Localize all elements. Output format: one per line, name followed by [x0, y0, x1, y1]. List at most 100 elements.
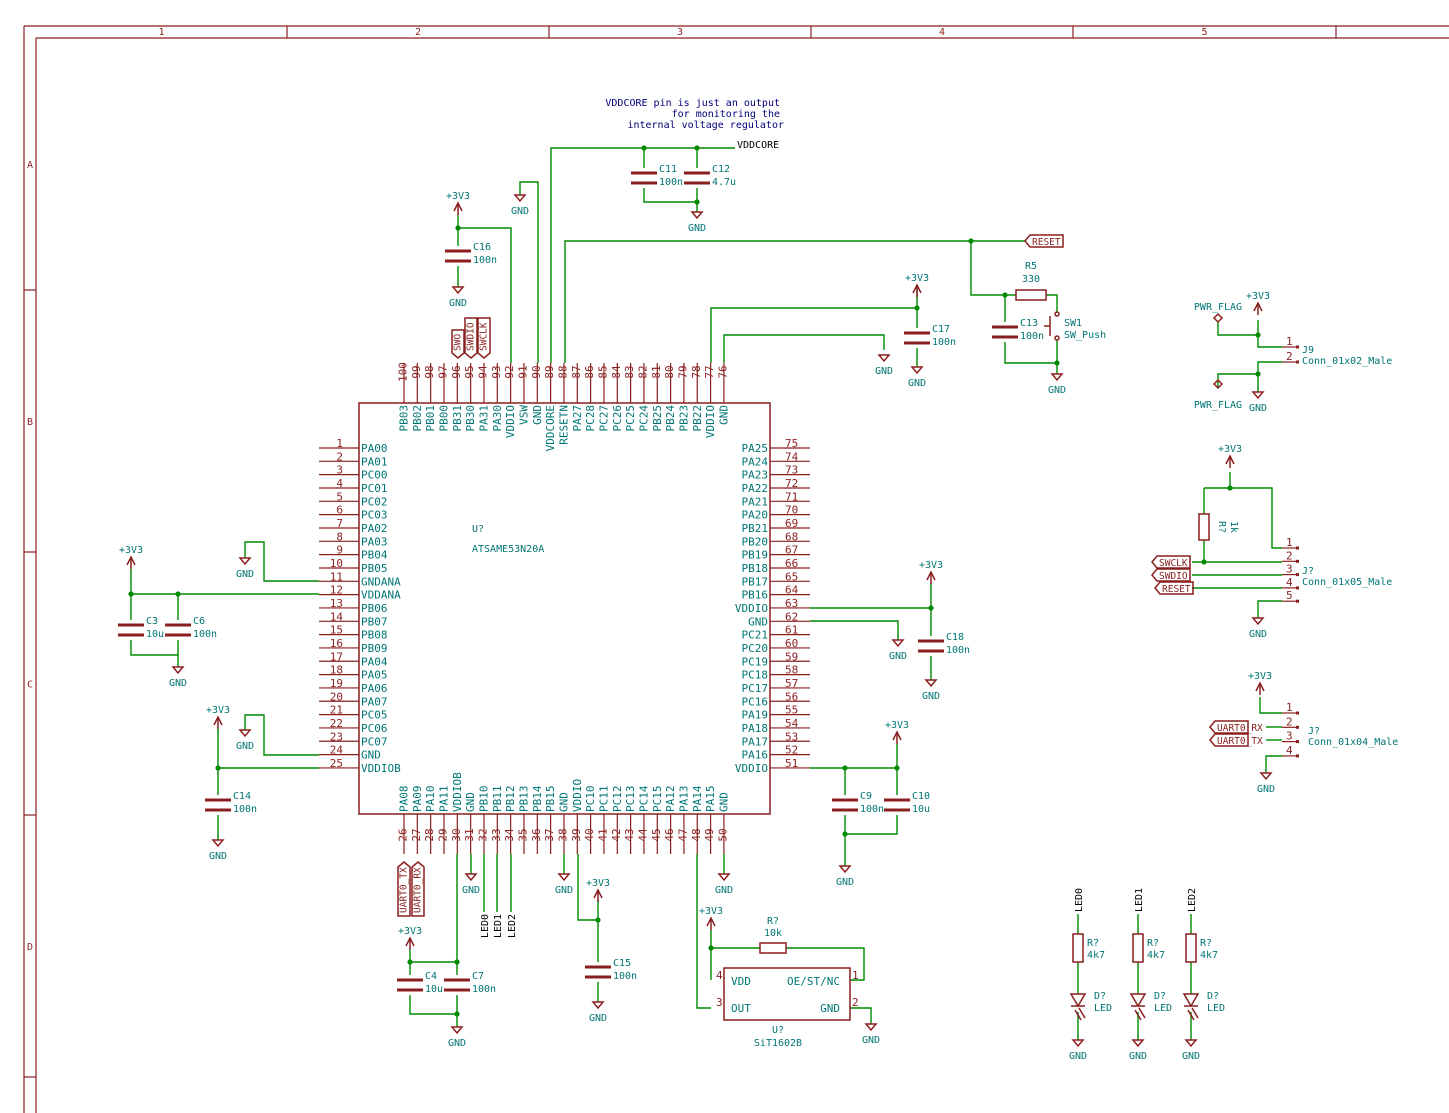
led-net-label: LED0 [1074, 888, 1085, 912]
mcu-pin-name: PC25 [624, 405, 637, 432]
ground-osc: GND [862, 1023, 880, 1046]
mcu-pin-name: GND [717, 792, 730, 812]
mcu-pin-number: 100 [397, 362, 410, 382]
mcu-pin-name: PA17 [742, 735, 769, 748]
mcu-pin-number: 15 [330, 624, 343, 637]
ground-triangle [717, 873, 731, 882]
power-label-3v3: +3V3 [885, 720, 909, 731]
connector-pin-end [1296, 360, 1299, 364]
connector-pin-number: 1 [1286, 536, 1293, 549]
mcu-pin-number: 56 [785, 690, 798, 703]
mcu-pin-name: GND [464, 792, 477, 812]
led-emission [1078, 1007, 1086, 1019]
mcu-pin-name: PA00 [361, 442, 388, 455]
label-reset[interactable]: RESET [1024, 234, 1064, 248]
mcu-pin-name: PC02 [361, 495, 388, 508]
wire-segment [409, 995, 458, 1015]
wires [130, 147, 1282, 1040]
connector-pin-number: 5 [1286, 589, 1293, 602]
mcu-pin-number: 78 [690, 365, 703, 378]
label-swclk[interactable]: SWCLK [1151, 555, 1191, 569]
resistor-osc-enable[interactable]: R?10k [759, 916, 787, 954]
mcu-pin-name: PA27 [571, 405, 584, 432]
resistor-body [759, 942, 787, 954]
ground-triangle [591, 1001, 605, 1010]
label-uart0-tx-bottom[interactable]: UART0_TX [397, 861, 411, 917]
label-swo[interactable]: SWO [451, 329, 465, 359]
label-uart0-tx[interactable]: UART0_TX [1209, 733, 1263, 747]
wire-segment [1257, 600, 1282, 618]
ground-c11: GND [688, 211, 706, 234]
ground-pin62: GND [889, 639, 907, 662]
mcu-pin-number: 22 [330, 717, 343, 730]
mcu-pin-name: PA15 [704, 786, 717, 813]
label-swclk-top[interactable]: SWCLK [477, 317, 491, 359]
ground-triangle [838, 865, 852, 874]
label-swdio[interactable]: SWDIO [1151, 568, 1191, 582]
connector-pin-end [1296, 573, 1299, 577]
ground-gndana: GND [236, 557, 254, 580]
junctions [128, 145, 1261, 1017]
mcu-pin-number: 58 [785, 664, 798, 677]
connector-value: Conn_01x02_Male [1302, 356, 1392, 367]
label-text: UART0_RX [1217, 723, 1263, 734]
led-emission [1191, 1007, 1199, 1019]
capacitor-ref: C18 [946, 632, 964, 643]
mcu-pin-name: PB24 [664, 405, 677, 432]
mcu-pin-number: 6 [336, 504, 343, 517]
mcu-pin-name: PC11 [597, 786, 610, 813]
label-text: UART0_TX [399, 867, 410, 913]
connector-pin-end [1296, 599, 1299, 603]
vddcore-note: VDDCORE pin is just an output for monito… [605, 98, 784, 131]
ground-led0: GND [1069, 1039, 1087, 1062]
label-uart0-rx[interactable]: UART0_RX [1209, 720, 1263, 734]
net-label-led0: LED0 [480, 914, 491, 938]
resistor-swd-pullup[interactable]: R?1k [1198, 513, 1239, 541]
mcu-pin-number: 63 [785, 597, 798, 610]
ground-triangle [1251, 391, 1265, 400]
connector-pin-number: 1 [1286, 701, 1293, 714]
label-uart0-rx-bottom[interactable]: UART0_RX [411, 861, 425, 917]
mcu-pin-name: PB11 [491, 786, 504, 813]
mcu-pin-number: 53 [785, 730, 798, 743]
label-outline [1024, 234, 1064, 248]
oscillator-pin-out: OUT [731, 1002, 751, 1015]
mcu-pin-name: PC24 [637, 405, 650, 432]
label-reset-swd[interactable]: RESET [1154, 581, 1194, 595]
mcu-pin-number: 10 [330, 557, 343, 570]
connector-pin-end [1296, 586, 1299, 590]
connector-pin-number: 2 [1286, 549, 1293, 562]
connector-pin-number: 1 [1286, 335, 1293, 348]
ground-label: GND [889, 651, 907, 662]
connector-ref: J9 [1302, 345, 1314, 356]
label-swdio-top[interactable]: SWDIO [464, 317, 478, 359]
mcu-pin-name: PA19 [742, 709, 769, 722]
wire-segment [643, 188, 698, 212]
mcu-pin-name: VDDIO [735, 762, 768, 775]
